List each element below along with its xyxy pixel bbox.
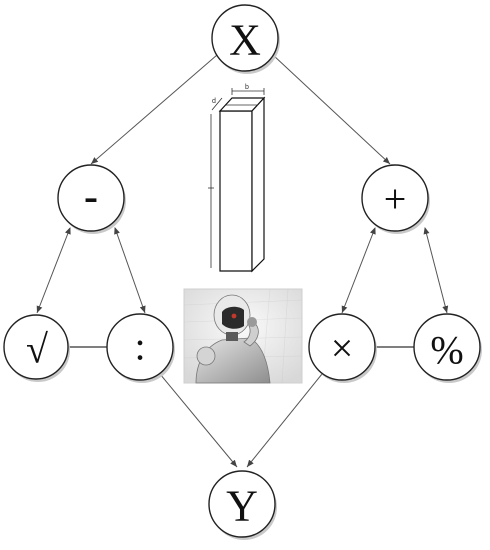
node-divide: :: [106, 313, 175, 383]
node-y: Y: [208, 470, 277, 540]
pillar-front-face: [219, 110, 253, 272]
node-y-label: Y: [226, 482, 258, 531]
dimension-label-d: d: [212, 98, 216, 105]
edge-minus-sqrt: [36, 227, 71, 314]
edge-minus-divide: [114, 227, 146, 314]
robot-thinking-photo: [183, 288, 303, 384]
node-plus: +: [361, 164, 430, 234]
edge-plus-percent: [423, 227, 449, 314]
dimension-line-d: [211, 97, 223, 111]
edge-divide-y: [159, 373, 238, 468]
pillar-figure: b d: [208, 84, 266, 273]
node-sqrt-label: √: [26, 327, 48, 372]
node-divide-label: :: [134, 324, 145, 369]
node-times: ×: [308, 313, 377, 383]
edge-x-minus: [90, 54, 218, 165]
edges: [36, 54, 449, 468]
node-percent-label: %: [430, 328, 463, 373]
edge-x-plus: [272, 54, 391, 165]
node-x: X: [211, 4, 280, 74]
edge-times-y: [246, 373, 323, 468]
edge-plus-times: [341, 227, 376, 314]
node-plus-label: +: [384, 177, 407, 222]
dimension-label-b: b: [245, 84, 249, 91]
node-minus-label: -: [84, 174, 98, 220]
node-minus: -: [57, 164, 126, 234]
node-sqrt: √: [3, 314, 70, 382]
node-times-label: ×: [331, 326, 354, 371]
node-percent: %: [413, 313, 482, 383]
pillar-side-face: [251, 96, 265, 273]
node-x-label: X: [229, 16, 261, 65]
